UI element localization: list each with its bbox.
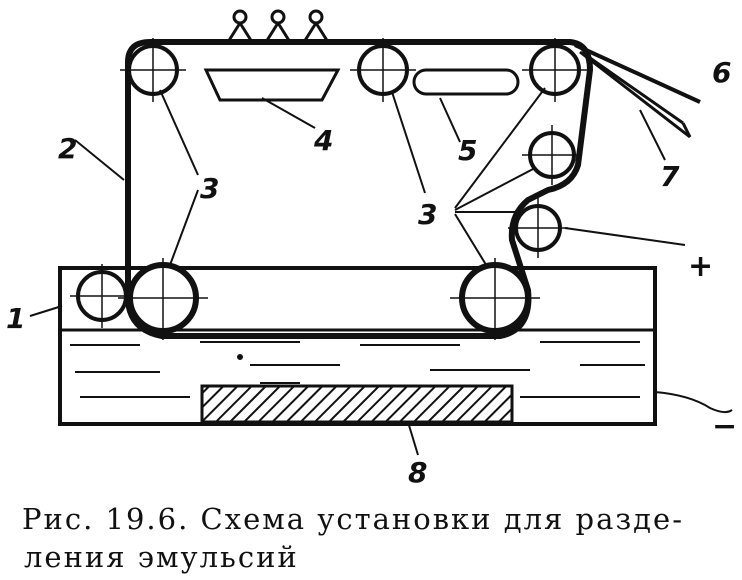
label-8: 8 — [408, 456, 427, 489]
minus-terminal: − — [712, 409, 737, 444]
trough-4 — [203, 68, 341, 102]
label-3-left: 3 — [200, 172, 219, 205]
label-2: 2 — [58, 132, 77, 165]
roller-top-middle — [350, 38, 416, 102]
roller-right-upper — [522, 125, 582, 185]
bottom-electrode — [200, 384, 514, 424]
roller-top-left — [120, 38, 186, 102]
liquid-surface — [70, 341, 645, 398]
roller-bottom-left — [118, 258, 208, 340]
label-7: 7 — [660, 160, 680, 193]
label-1: 1 — [6, 302, 25, 335]
top-probes — [226, 9, 330, 43]
figure-caption: Рис. 19.6. Схема установки для разде- ле… — [22, 500, 742, 576]
plus-terminal: + — [688, 249, 713, 284]
leader-lines — [29, 87, 733, 456]
label-5: 5 — [458, 134, 477, 167]
label-4: 4 — [313, 124, 333, 157]
roller-bottom-left-small — [70, 264, 134, 328]
caption-line-2: ления эмульсий — [24, 540, 299, 574]
slot-5 — [412, 68, 520, 96]
roller-bottom-right — [450, 258, 540, 340]
collector-chute — [574, 43, 701, 139]
roller-right-electrode — [508, 198, 568, 258]
caption-line-1: Рис. 19.6. Схема установки для разде- — [22, 502, 685, 536]
label-3-right: 3 — [418, 198, 437, 231]
rollers — [70, 38, 588, 340]
label-6: 6 — [712, 56, 731, 89]
roller-top-right — [522, 38, 588, 102]
